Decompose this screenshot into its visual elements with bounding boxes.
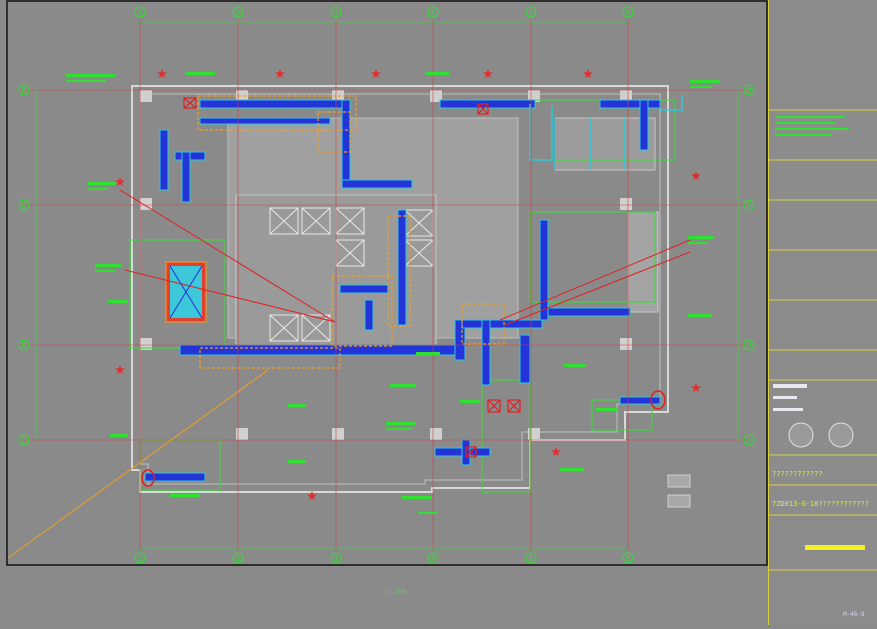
equipment-zones (554, 117, 691, 508)
grid-label: F (747, 437, 751, 445)
grid-label: H (22, 342, 26, 350)
grid-bubble-col-6: 6 (622, 552, 634, 564)
grid-bubble-row-F: F (18, 434, 30, 446)
section-line (7, 369, 269, 559)
grid-bubble-col-4: 4 (427, 6, 439, 18)
grid-bubble-col-3: 3 (330, 552, 342, 564)
section-star-icon (551, 447, 561, 456)
grid-bubble-col-4: 4 (427, 552, 439, 564)
grid-bubble-row-M: M (743, 84, 755, 96)
section-star-icon (275, 69, 285, 78)
section-star-icon (157, 69, 167, 78)
grid-label: M (747, 87, 751, 95)
supply-ducts (144, 99, 661, 482)
grid-bubble-col-1: 1 (134, 6, 146, 18)
exhaust-ducts (529, 95, 683, 170)
grid-bubble-col-1: 1 (134, 552, 146, 564)
grid-bubble-col-5: 5 (525, 552, 537, 564)
drawing-code: 7ZD013-G-18???????????? (772, 500, 869, 508)
annotation-tags (66, 72, 720, 514)
grid-bubble-col-6: 6 (622, 6, 634, 18)
title-block-frame (769, 109, 877, 571)
grid-bubble-col-5: 5 (525, 6, 537, 18)
section-star-icon (307, 491, 317, 500)
grid-bubble-row-K: K (18, 199, 30, 211)
legend-swatch-b (667, 494, 691, 508)
grid-label: 3 (334, 9, 338, 17)
grid-label: 4 (431, 555, 435, 563)
grid-label: F (22, 437, 26, 445)
grid-bubble-col-2: 2 (232, 552, 244, 564)
section-star-icon (115, 177, 125, 186)
grid-label: 5 (529, 555, 533, 563)
grid-bubble-row-H: H (743, 339, 755, 351)
axis-grid (20, 20, 750, 550)
grid-label: M (22, 87, 26, 95)
grid-label: 6 (626, 555, 630, 563)
grid-bubble-row-M: M (18, 84, 30, 96)
grid-label: 6 (626, 9, 630, 17)
grid-label: 4 (431, 9, 435, 17)
section-star-icon (691, 171, 701, 180)
leader-lines (119, 189, 691, 326)
grid-bubble-row-F: F (743, 434, 755, 446)
section-star-icon (371, 69, 381, 78)
project-title: ???????????? (772, 470, 823, 478)
grid-label: K (22, 202, 27, 210)
section-star-icon (483, 69, 493, 78)
grid-bubble-col-2: 2 (232, 6, 244, 18)
grid-label: 1 (138, 9, 142, 17)
grid-label: K (747, 202, 752, 210)
titleblock-highlight (805, 545, 865, 550)
grid-label: H (747, 342, 751, 350)
revision-clouds (197, 95, 505, 369)
section-star-icon (115, 365, 125, 374)
grid-label: 1 (138, 555, 142, 563)
air-handling-unit (165, 261, 207, 323)
section-markers (115, 69, 701, 500)
grid-label: 5 (529, 9, 533, 17)
grid-label: 3 (334, 555, 338, 563)
legend-swatch-a (667, 474, 691, 488)
drawing-caption: --- ---------- 1:100 (322, 588, 407, 596)
grid-bubble-row-K: K (743, 199, 755, 211)
title-block-logos (773, 384, 854, 448)
grid-label: 2 (236, 9, 240, 17)
grid-bubble-col-3: 3 (330, 6, 342, 18)
title-block (768, 0, 877, 625)
section-star-icon (583, 69, 593, 78)
grid-label: 2 (236, 555, 240, 563)
fire-dampers (141, 97, 666, 487)
section-star-icon (691, 383, 701, 392)
grid-bubble-row-H: H (18, 339, 30, 351)
sheet-number: M-46-8 (843, 611, 865, 618)
